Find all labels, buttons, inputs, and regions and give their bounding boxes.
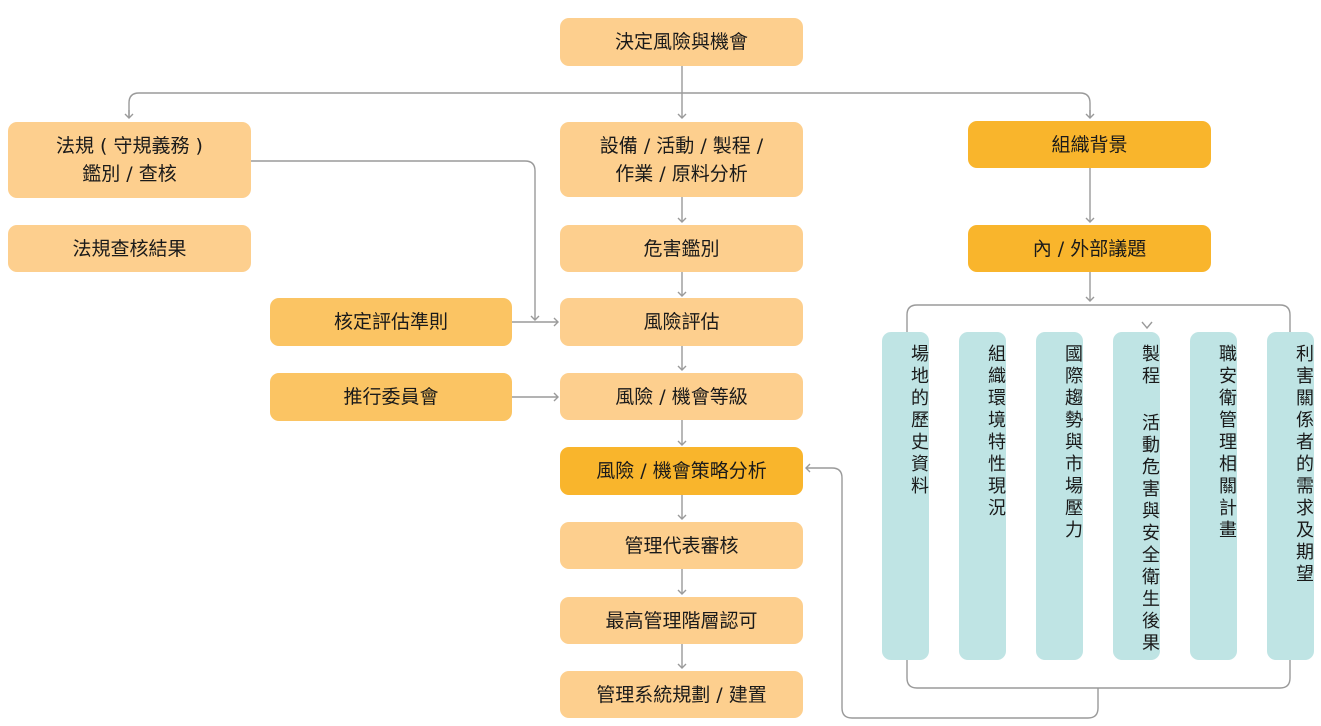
organization-context-label: 組織背景 xyxy=(1051,133,1128,156)
organization-context-box: 組織背景 xyxy=(968,121,1211,168)
regulation-identification-box: 法規 ( 守規義務 ) 鑑別 / 查核 xyxy=(8,122,251,198)
regulation-result-label: 法規查核結果 xyxy=(72,237,187,260)
issue-column-label: 職安衛管理相關計畫 xyxy=(1216,344,1237,542)
internal-external-issues-box: 內 / 外部議題 xyxy=(968,225,1211,272)
management-review-box: 管理代表審核 xyxy=(560,522,803,569)
regulation-line-1: 法規 ( 守規義務 ) xyxy=(56,135,203,157)
issue-column-label: 利害關係者的需求及期望 xyxy=(1293,344,1314,586)
decide-risk-opportunity-box: 決定風險與機會 xyxy=(560,18,803,66)
strategy-analysis-box: 風險 / 機會策略分析 xyxy=(560,447,803,495)
risk-assessment-label: 風險評估 xyxy=(643,311,720,333)
management-review-label: 管理代表審核 xyxy=(624,534,739,557)
equipment-line-2: 作業 / 原料分析 xyxy=(615,162,748,185)
equipment-line-1: 設備 / 活動 / 製程 / xyxy=(599,134,764,157)
issue-column: 場地的歷史資料 xyxy=(882,332,929,660)
issue-column-label: 場地的歷史資料 xyxy=(908,344,929,498)
risk-level-box: 風險 / 機會等級 xyxy=(560,373,803,420)
decide-risk-opportunity-label: 決定風險與機會 xyxy=(614,31,748,53)
criteria-label: 核定評估準則 xyxy=(333,311,448,333)
issue-column: 製程 活動危害與安全衛生後果 xyxy=(1113,332,1160,660)
committee-label: 推行委員會 xyxy=(343,386,439,408)
equipment-analysis-box: 設備 / 活動 / 製程 / 作業 / 原料分析 xyxy=(560,122,803,197)
system-planning-box: 管理系統規劃 / 建置 xyxy=(560,671,803,718)
issue-column: 職安衛管理相關計畫 xyxy=(1190,332,1237,660)
regulation-result-box: 法規查核結果 xyxy=(8,225,251,272)
criteria-box: 核定評估準則 xyxy=(270,298,512,346)
issue-column: 利害關係者的需求及期望 xyxy=(1267,332,1314,660)
hazard-identification-label: 危害鑑別 xyxy=(643,237,720,260)
internal-external-issues-label: 內 / 外部議題 xyxy=(1032,237,1147,260)
risk-assessment-box: 風險評估 xyxy=(560,298,803,346)
risk-level-label: 風險 / 機會等級 xyxy=(615,385,748,408)
issue-column-label: 國際趨勢與市場壓力 xyxy=(1062,344,1083,542)
system-planning-label: 管理系統規劃 / 建置 xyxy=(596,683,767,706)
issue-column: 國際趨勢與市場壓力 xyxy=(1036,332,1083,660)
top-approval-box: 最高管理階層認可 xyxy=(560,597,803,644)
committee-box: 推行委員會 xyxy=(270,373,512,421)
issue-column-label: 製程 活動危害與安全衛生後果 xyxy=(1139,344,1160,655)
strategy-analysis-label: 風險 / 機會策略分析 xyxy=(596,460,767,482)
hazard-identification-box: 危害鑑別 xyxy=(560,225,803,272)
issue-column: 組織環境特性現況 xyxy=(959,332,1006,660)
top-approval-label: 最高管理階層認可 xyxy=(605,609,758,632)
regulation-line-2: 鑑別 / 查核 xyxy=(82,163,177,185)
issue-column-label: 組織環境特性現況 xyxy=(985,344,1006,520)
